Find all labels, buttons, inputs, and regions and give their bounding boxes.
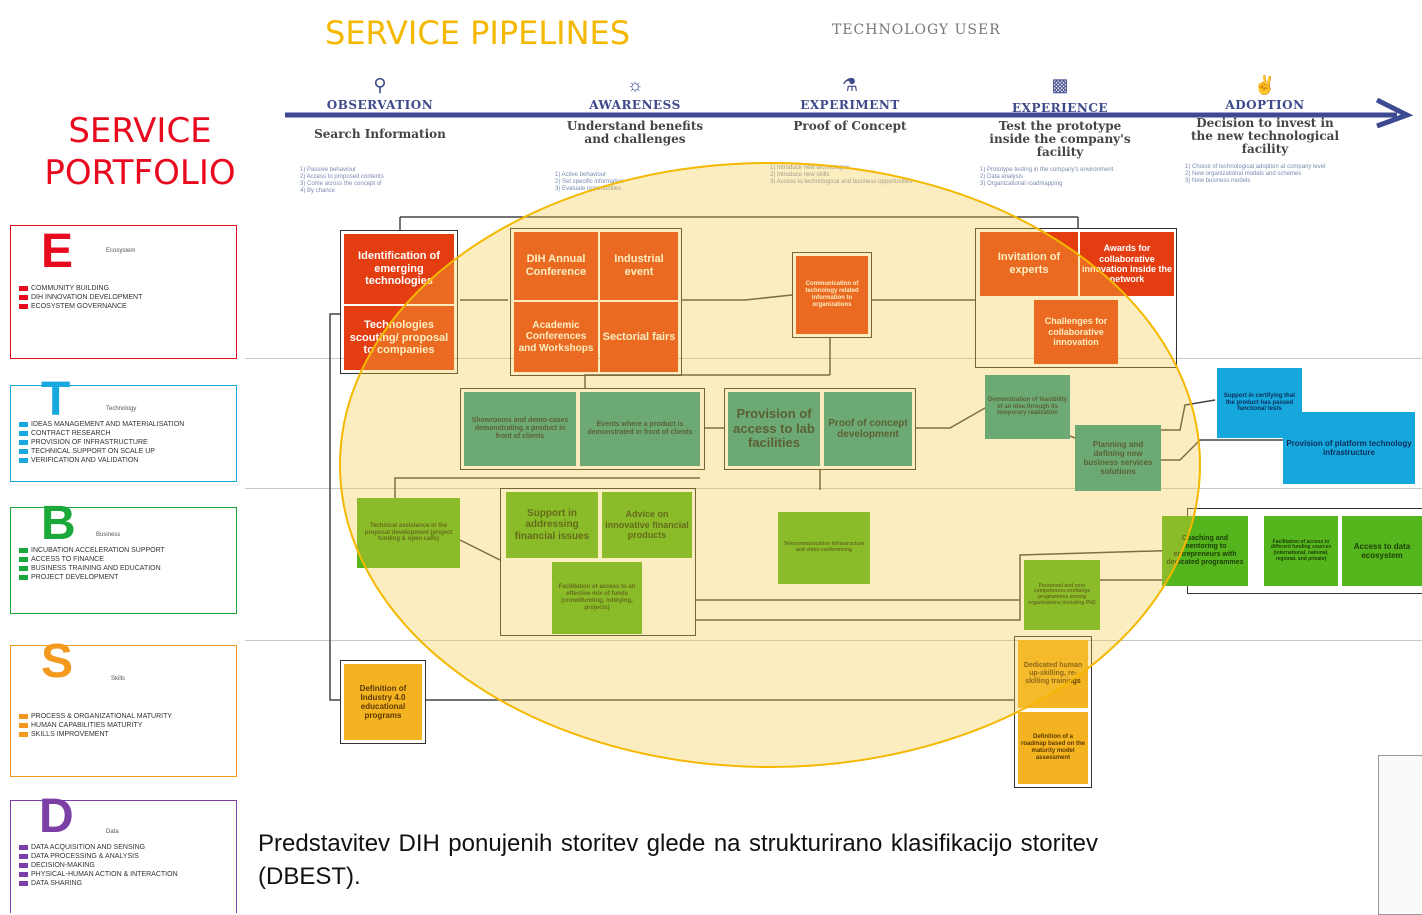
category-name: Ecosystem	[106, 248, 136, 254]
box-demonstration-feasibility: Demonstration of feasibility of an idea …	[985, 375, 1070, 439]
box-planning-business-services: Planning and defining new business servi…	[1075, 425, 1161, 491]
box-technical-assistance-proposal: Technical assistance in the proposal dev…	[357, 498, 460, 568]
category-letter: B	[41, 497, 76, 550]
category-letter: S	[41, 635, 74, 688]
category-item: VERIFICATION AND VALIDATION	[19, 456, 184, 465]
box-challenges-collaborative-innovation: Challenges for collaborative innovation	[1034, 300, 1118, 364]
box-coaching-mentoring-entrepreneurs: Coaching and mentoring to entrepreneurs …	[1162, 516, 1248, 586]
category-card-ecosystem: E Ecosystem COMMUNITY BUILDING DIH INNOV…	[10, 225, 237, 359]
stage-description: Search Information	[314, 127, 446, 141]
magnifier-icon: ⚲	[373, 75, 387, 95]
stage-name: ADOPTION	[1225, 98, 1305, 112]
category-card-data: D Data DATA ACQUISITION AND SENSING DATA…	[10, 793, 237, 913]
box-technologies-scouting: Technologies scouting/ proposal to compa…	[344, 306, 454, 370]
stage-name: AWARENESS	[589, 98, 681, 112]
category-card-skills: S Skills PROCESS & ORGANIZATIONAL MATURI…	[10, 638, 237, 777]
category-items: COMMUNITY BUILDING DIH INNOVATION DEVELO…	[19, 284, 142, 311]
box-identification-emerging-technologies: Identification of emerging technologies	[344, 234, 454, 304]
box-industrial-event: Industrial event	[600, 232, 678, 300]
category-item: IDEAS MANAGEMENT AND MATERIALISATION	[19, 420, 184, 429]
category-item: PROJECT DEVELOPMENT	[19, 573, 165, 582]
box-personnel-exchange-programmes: Personnel and core competences exchange …	[1024, 560, 1100, 630]
category-item: PHYSICAL-HUMAN ACTION & INTERACTION	[19, 870, 178, 879]
service-portfolio-title: SERVICE PORTFOLIO	[40, 110, 240, 194]
stage-description: Proof of Concept	[793, 119, 907, 133]
box-events-product-demonstrated: Events where a product is demonstrated i…	[580, 392, 700, 466]
box-awards-collaborative-innovation: Awards for collaborative innovation insi…	[1080, 232, 1174, 296]
stage-description: Understand benefits and challenges	[566, 119, 704, 146]
box-access-to-data-ecosystem: Access to data ecosystem	[1342, 516, 1422, 586]
box-advice-innovative-financial-products: Advice on innovative financial products	[602, 492, 692, 558]
category-item: ACCESS TO FINANCE	[19, 555, 165, 564]
category-item: COMMUNITY BUILDING	[19, 284, 142, 293]
category-letter: D	[39, 790, 74, 843]
stage-description: Decision to invest in the new technologi…	[1190, 116, 1340, 156]
category-card-business: B Business INCUBATION ACCELERATION SUPPO…	[10, 500, 237, 614]
category-name: Technology	[106, 406, 137, 412]
box-support-certifying-product: Support in certifying that the product h…	[1217, 368, 1302, 438]
category-letter: E	[41, 225, 74, 278]
technology-user-label: TECHNOLOGY USER	[832, 22, 1001, 38]
category-item: DATA ACQUISITION AND SENSING	[19, 843, 178, 852]
category-item: BUSINESS TRAINING AND EDUCATION	[19, 564, 165, 573]
chart-icon: ▩	[1051, 75, 1069, 95]
box-academic-conferences: Academic Conferences and Workshops	[514, 302, 598, 372]
category-item: DATA PROCESSING & ANALYSIS	[19, 852, 178, 861]
box-support-financial-issues: Support in addressing financial issues	[506, 492, 598, 558]
pipeline-arrow	[285, 98, 1414, 128]
stage-name: OBSERVATION	[326, 98, 434, 112]
stage-description: Test the prototype inside the company's …	[989, 119, 1131, 159]
category-item: TECHNICAL SUPPORT ON SCALE UP	[19, 447, 184, 456]
flask-icon: ⚗	[841, 75, 859, 95]
category-item: DECISION-MAKING	[19, 861, 178, 870]
portfolio-title-line-1: SERVICE	[68, 111, 212, 151]
box-sectorial-fairs: Sectorial fairs	[600, 302, 678, 372]
box-definition-industry-educational-programs: Definition of Industry 4.0 educational p…	[344, 664, 422, 740]
box-provision-platform-infrastructure: Provision of platform technology infrast…	[1283, 412, 1415, 484]
box-facilitation-mix-of-funds: Facilitation of access to an effective m…	[552, 562, 642, 634]
lightbulb-icon: ☼	[626, 75, 644, 95]
category-item: DATA SHARING	[19, 879, 178, 888]
category-items: PROCESS & ORGANIZATIONAL MATURITY HUMAN …	[19, 712, 172, 739]
embedded-window-fragment	[1378, 755, 1422, 915]
portfolio-title-line-2: PORTFOLIO	[44, 153, 236, 193]
caption-text: Predstavitev DIH ponujenih storitev gled…	[258, 830, 1098, 890]
box-definition-roadmap-maturity: Definition of a roadmap based on the mat…	[1018, 712, 1088, 784]
stage-name: EXPERIMENT	[800, 98, 900, 112]
box-telecommunication-infrastructure: Telecommunication infrastructure and vid…	[778, 512, 870, 584]
box-communication-technology-info: Communication of technology related info…	[796, 256, 868, 334]
category-item: PROVISION OF INFRASTRUCTURE	[19, 438, 184, 447]
box-provision-access-lab-facilities: Provision of access to lab facilities	[728, 392, 820, 466]
category-name: Business	[96, 532, 121, 538]
thumbs-up-icon: ✌	[1253, 75, 1277, 95]
category-item: DIH INNOVATION DEVELOPMENT	[19, 293, 142, 302]
box-dedicated-human-upskilling: Dedicated human up-skilling, re-skilling…	[1018, 640, 1088, 708]
category-items: IDEAS MANAGEMENT AND MATERIALISATION CON…	[19, 420, 184, 465]
box-dih-annual-conference: DIH Annual Conference	[514, 232, 598, 300]
category-items: DATA ACQUISITION AND SENSING DATA PROCES…	[19, 843, 178, 888]
category-item: HUMAN CAPABILITIES MATURITY	[19, 721, 172, 730]
box-invitation-of-experts: Invitation of experts	[980, 232, 1078, 296]
category-item: ECOSYSTEM GOVERNANCE	[19, 302, 142, 311]
category-letter: T	[41, 373, 71, 426]
stage-adoption: ✌ ADOPTION Decision to invest in the new…	[1185, 75, 1345, 185]
box-facilitation-funding-sources: Facilitation of access to different fund…	[1264, 516, 1338, 586]
stage-name: EXPERIENCE	[1011, 101, 1109, 115]
stage-details: 1) Choice of technological adoption at c…	[1185, 164, 1326, 184]
box-proof-of-concept-development: Proof of concept development	[824, 392, 912, 466]
category-item: INCUBATION ACCELERATION SUPPORT	[19, 546, 165, 555]
box-showrooms-demo-cases: Showrooms and demo-cases demonstrating a…	[464, 392, 576, 466]
category-items: INCUBATION ACCELERATION SUPPORT ACCESS T…	[19, 546, 165, 582]
category-item: CONTRACT RESEARCH	[19, 429, 184, 438]
category-item: PROCESS & ORGANIZATIONAL MATURITY	[19, 712, 172, 721]
category-item: SKILLS IMPROVEMENT	[19, 730, 172, 739]
category-name: Skills	[111, 676, 126, 682]
service-pipelines-title: SERVICE PIPELINES	[325, 14, 631, 52]
category-card-technology: T Technology IDEAS MANAGEMENT AND MATERI…	[10, 376, 237, 482]
category-name: Data	[106, 829, 119, 835]
